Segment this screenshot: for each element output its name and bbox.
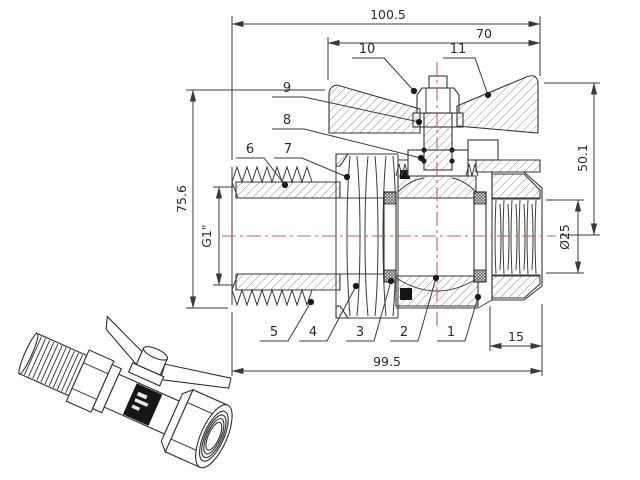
dimension-handle-height: 50.1: [544, 82, 600, 236]
callout-8: 8: [272, 113, 425, 162]
dimension-nut-depth: 15: [489, 304, 543, 376]
svg-text:6: 6: [246, 142, 254, 157]
svg-text:11: 11: [450, 42, 467, 57]
stem-shaft: [423, 112, 453, 171]
svg-text:8: 8: [283, 113, 291, 128]
svg-text:2: 2: [400, 325, 408, 340]
female-nut: [491, 171, 543, 301]
dimension-bore-diameter: Ø25: [546, 199, 584, 274]
pictorial-female-nut: [160, 388, 233, 469]
dimension-handle-width: 70: [327, 26, 541, 80]
dim-nut-depth-text: 15: [508, 329, 524, 344]
stem-assembly: [395, 75, 479, 177]
dim-total-height-text: 75.6: [174, 185, 189, 213]
dimensions: 100.5 70 75.6 G1" 50.1: [174, 7, 600, 376]
section-view: [222, 62, 556, 330]
svg-text:10: 10: [359, 42, 376, 57]
svg-text:7: 7: [284, 142, 292, 157]
part-callouts: 10 11 9 8 6 7 5 4: [236, 42, 492, 342]
stem-nut: [416, 87, 460, 114]
callout-4: 4: [299, 282, 360, 342]
pictorial-view: [17, 315, 233, 469]
dim-handle-width-text: 70: [476, 26, 492, 41]
handle: [328, 75, 539, 134]
callout-3: 3: [346, 277, 395, 342]
callout-6: 6: [236, 142, 289, 189]
dim-body-length-text: 99.5: [373, 354, 401, 369]
callout-7: 7: [274, 142, 351, 181]
dim-thread-spec-text: G1": [199, 224, 214, 247]
handle-left-wing: [328, 84, 421, 134]
handle-right-wing: [456, 75, 539, 134]
callout-9: 9: [272, 81, 423, 126]
centerlines: [222, 62, 556, 330]
pictorial-handle: [105, 315, 232, 389]
callout-10: 10: [352, 42, 418, 95]
callout-11: 11: [443, 42, 492, 99]
pictorial-body: [65, 349, 180, 435]
seat-seals: [383, 170, 487, 300]
male-thread-tailpiece: [231, 165, 394, 307]
dimension-body-length: 99.5: [231, 312, 543, 376]
pictorial-male-thread: [17, 332, 88, 397]
callout-2: 2: [390, 274, 440, 342]
dimension-total-height: 75.6: [174, 89, 325, 309]
dim-bore-diameter-text: Ø25: [557, 224, 572, 250]
female-thread-lines: [494, 199, 537, 275]
svg-text:5: 5: [270, 325, 278, 340]
svg-text:1: 1: [447, 325, 455, 340]
dim-overall-width-text: 100.5: [370, 7, 406, 22]
svg-text:3: 3: [356, 325, 364, 340]
dimension-thread-spec: G1": [199, 186, 234, 286]
valve-body: [395, 139, 541, 318]
dimension-overall-width: 100.5: [231, 7, 541, 160]
dim-handle-height-text: 50.1: [575, 144, 590, 172]
svg-text:9: 9: [283, 81, 291, 96]
callout-5: 5: [260, 298, 315, 342]
svg-text:4: 4: [309, 325, 317, 340]
callout-1: 1: [437, 293, 482, 342]
